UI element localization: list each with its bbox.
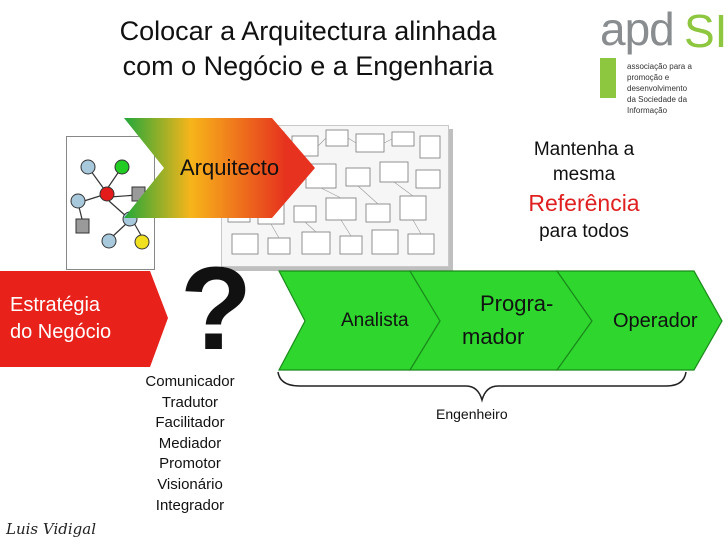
- role-item: Mediador: [158, 434, 222, 452]
- network-diagram: [66, 136, 155, 270]
- reference-line2: mesma: [552, 164, 616, 185]
- strategy-label-line1: Estratégia: [10, 294, 101, 316]
- logo-tagline-line: promoção e desenvolvimento: [627, 73, 688, 93]
- logo-brand-main: apd: [600, 3, 675, 55]
- role-item: Integrador: [155, 496, 225, 514]
- logo-tagline: associação para a promoção e desenvolvim…: [627, 61, 724, 116]
- logo-tagline-line: associação para a: [627, 62, 692, 71]
- reference-note: Mantenha a mesma Referência para todos: [508, 137, 660, 244]
- role-item: Facilitador: [155, 414, 225, 432]
- slide-title: Colocar a Arquitectura alinhada com o Ne…: [88, 14, 528, 84]
- roles-list: Comunicador Tradutor Facilitador Mediado…: [130, 372, 250, 516]
- node-circle: [101, 233, 117, 249]
- logo-brand-accent: SI: [684, 5, 728, 57]
- strategy-arrow-shape: [0, 271, 168, 367]
- operator-arrow-shape: [555, 270, 723, 371]
- node-square: [75, 218, 90, 234]
- strategy-label: Estratégia do Negócio: [10, 292, 160, 346]
- reference-line4: para todos: [539, 221, 629, 242]
- author-signature: Luis Vidigal: [6, 520, 96, 538]
- analyst-label: Analista: [341, 310, 409, 331]
- engineer-brace: [277, 371, 687, 403]
- role-item: Promotor: [159, 455, 221, 473]
- reference-line1: Mantenha a: [533, 139, 635, 160]
- node-circle: [114, 159, 130, 175]
- role-item: Tradutor: [161, 393, 219, 411]
- logo-tagline-line: da Sociedade da Informação: [627, 95, 688, 115]
- node-circle: [99, 186, 115, 202]
- architect-arrow-shape: [124, 118, 315, 218]
- logo-green-bar: [600, 58, 616, 98]
- node-circle: [70, 193, 86, 209]
- node-circle: [134, 234, 150, 250]
- engineer-label: Engenheiro: [436, 406, 508, 422]
- question-mark: ?: [180, 243, 253, 375]
- reference-highlight: Referência: [528, 190, 640, 216]
- strategy-label-line2: do Negócio: [10, 321, 112, 343]
- slide-title-line1: Colocar a Arquitectura alinhada: [119, 16, 497, 46]
- apdsi-logo: apd SI associação para a promoção e dese…: [600, 3, 728, 115]
- programmer-label: Progra- mador: [462, 287, 553, 353]
- architect-label: Arquitecto: [180, 155, 280, 180]
- programmer-label-line2: mador: [462, 324, 525, 349]
- programmer-label-line1: Progra-: [480, 291, 554, 316]
- node-circle: [80, 159, 96, 175]
- slide-title-line2: com o Negócio e a Engenharia: [122, 51, 494, 81]
- role-item: Visionário: [157, 475, 223, 493]
- role-item: Comunicador: [145, 373, 235, 390]
- operator-label: Operador: [613, 310, 698, 332]
